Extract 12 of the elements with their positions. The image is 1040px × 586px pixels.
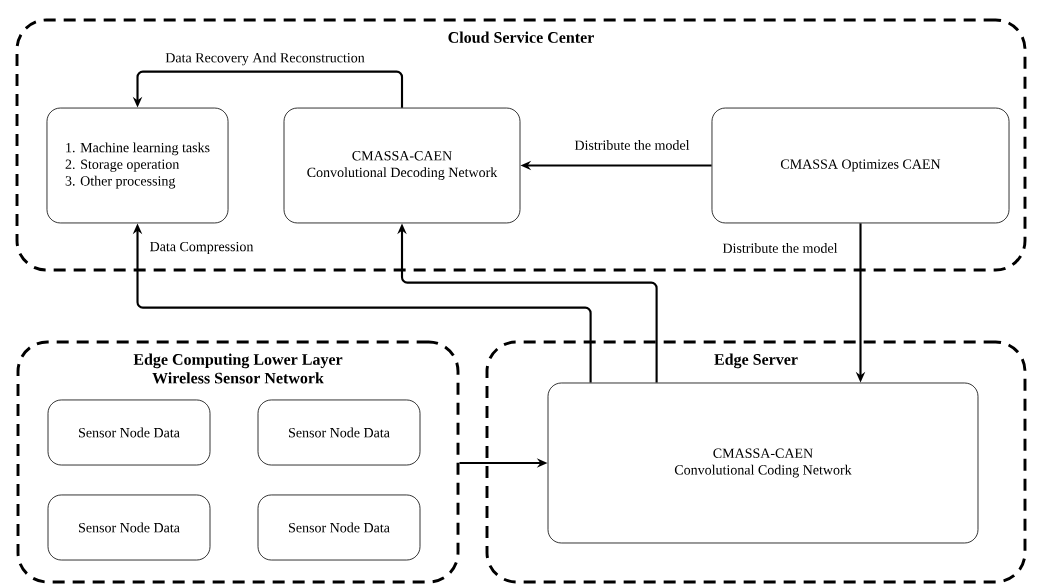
edge-label: Distribute the model <box>722 243 838 253</box>
process-box: 1. Machine learning tasks 2. Storage operation 3. Other processing <box>46 107 229 224</box>
process-box: Sensor Node Data <box>47 399 211 466</box>
process-box: CMASSA-CAEN Convolutional Decoding Network <box>283 107 521 224</box>
process-box: CMASSA Optimizes CAEN <box>711 107 1010 224</box>
process-box: Sensor Node Data <box>257 399 421 466</box>
edge-label: Distribute the model <box>574 140 690 150</box>
process-box: Sensor Node Data <box>257 494 421 561</box>
process-box: CMASSA-CAEN Convolutional Coding Network <box>547 382 979 544</box>
edge-label: Data Recovery And Reconstruction <box>165 52 365 66</box>
process-box: Sensor Node Data <box>47 494 211 561</box>
edge-label: Data Compression <box>150 241 254 255</box>
